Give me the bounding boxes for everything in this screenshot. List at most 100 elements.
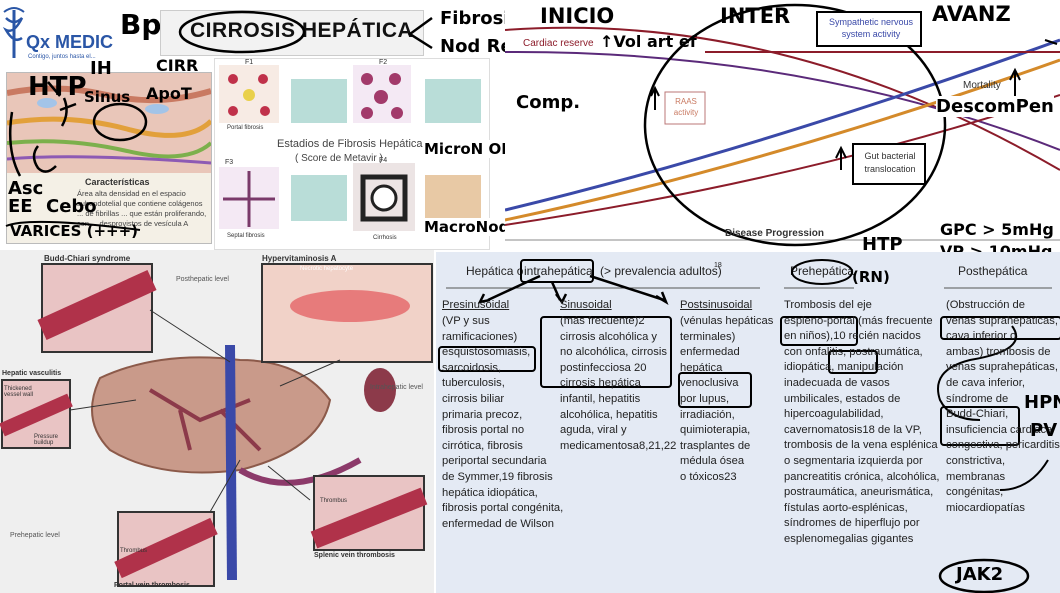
table-cell: en niños),10 recién nacidos: [784, 330, 921, 343]
metavir-stage-3: F3: [225, 159, 234, 166]
table-cell: miocardiopatías: [946, 501, 1025, 514]
graph-plot: [505, 0, 1060, 250]
note-gpc: GPC > 5mHg: [940, 220, 1054, 239]
table-header-posthep: Posthepática: [958, 264, 1028, 278]
table-cell: síndromes de hiperflujo por: [784, 517, 920, 530]
table-cell: o segmentaria izquierda por: [784, 454, 923, 467]
subheader-presinusoidal: Presinusoidal: [442, 299, 510, 311]
subheader-sinusoidal: Sinusoidal: [560, 299, 612, 311]
table-cell: terminales): [680, 330, 736, 343]
table-cell: insuficiencia cardiaca: [946, 423, 1053, 436]
table-cell: periportal secundaria: [442, 455, 547, 468]
table-cell: postraumática, aneurismática,: [784, 486, 934, 499]
box-esquisto: [438, 346, 536, 372]
label-necrotic: Necrotic hepatocyte: [300, 266, 354, 272]
metavir-title: Estadios de Fibrosis Hepática: [273, 137, 427, 151]
table-cell: venas suprahepáticas,: [946, 361, 1058, 374]
table-cell: con onfalitis, postraumática,: [784, 345, 923, 358]
label-post-level: Posthepatic level: [176, 276, 229, 283]
table-cell: infantil, hepatitis: [560, 392, 641, 405]
note-comp: Comp.: [516, 92, 581, 113]
metavir-caption-1: Portal fibrosis: [227, 125, 264, 131]
note-cebo: Cebo: [46, 196, 97, 217]
note-ee: EE: [8, 196, 33, 217]
table-cell: quimioterapia,: [680, 424, 751, 437]
anatomy-panel: Budd-Chiari syndrome Hypervitaminosis A …: [0, 250, 434, 593]
metavir-stage-4: F4: [379, 157, 388, 164]
table-cell: ramificaciones): [442, 330, 518, 343]
table-cell: medicamentosa8,21,22: [560, 439, 677, 452]
table-cell: pancreatitis crónica, alcohólica,: [784, 470, 940, 483]
table-cell: esplenomegalias gigantes: [784, 532, 914, 545]
note-nodreg: Nod Reg: [440, 36, 526, 57]
table-cell: constrictiva,: [946, 454, 1006, 467]
table-cell: (más frecuente)2: [560, 315, 645, 327]
table-cell: por lupus,: [680, 392, 730, 405]
note-hpn: HPN: [1024, 392, 1060, 413]
note-ih: IH: [90, 58, 112, 79]
caduceus-icon: [2, 7, 25, 58]
table-cell: trombosis de la vena esplénica: [784, 439, 938, 452]
table-cell: trasplantes de: [680, 439, 751, 452]
table-header-sup: 18: [714, 262, 722, 269]
column-postsinusoidal: (vénulas hepáticas terminales) enfermeda…: [680, 314, 773, 486]
note-apot: ApoT: [146, 84, 192, 103]
label-pre-level: Prehepatic level: [10, 532, 60, 539]
metavir-images: [219, 65, 481, 231]
table-header-intrahep: intrahepática: [524, 264, 593, 278]
histology-panel: Características Área alta densidad en el…: [6, 72, 212, 244]
note-micronod: MicroN OH: [424, 140, 514, 158]
table-cell: tuberculosis,: [442, 377, 505, 390]
note-sinus: Sinus: [84, 88, 131, 106]
graph-label-mortality: Mortality: [963, 80, 1001, 91]
table-cell: esquistosomiasis,: [442, 346, 531, 359]
note-cirr: CIRR: [156, 56, 199, 75]
graph-label-cardiac: Cardiac reserve: [523, 38, 594, 49]
note-avanz: AVANZ: [932, 2, 1011, 26]
table-cell: cirrótica, fibrosis: [442, 439, 523, 452]
table-cell: (vénulas hepáticas: [680, 315, 774, 327]
table-header-prehep: Prehepática: [790, 264, 855, 278]
column-sinusoidal: (más frecuente)2 cirrosis alcohólica y n…: [560, 314, 676, 454]
histology-title: Características: [85, 177, 150, 187]
label-hepatic-vasc: Hepatic vasculitis: [2, 370, 62, 377]
table-header-prevalencia: (> prevalencia adultos): [600, 264, 722, 278]
box-onfalitis: [828, 350, 878, 374]
table-cell: primaria precoz,: [442, 408, 523, 421]
graph-x-axis-label: Disease Progression: [725, 228, 824, 239]
metavir-stage-2: F2: [379, 59, 388, 66]
table-cell: fibrosis portal no: [442, 424, 525, 437]
label-thrombus-2: Thrombus: [120, 548, 148, 554]
box-intrahep: [520, 259, 594, 283]
note-inter: INTER: [720, 4, 791, 28]
table-cell: alcohólica, hepatitis: [560, 408, 658, 421]
note-pv: PV: [1030, 420, 1058, 441]
label-budd-chiari: Budd-Chiari syndrome: [44, 254, 131, 263]
disease-progression-graph: Cardiac reserve Sympathetic nervous syst…: [505, 0, 1060, 250]
graph-label-raas: RAAS activity: [673, 97, 699, 117]
metavir-subtitle: ( Score de Metavir ): [295, 153, 383, 164]
table-cell: venoclusiva: [680, 377, 739, 390]
table-cell: umbilicales, estados de: [784, 392, 901, 405]
label-portal-thr: Portal vein thrombosis: [114, 582, 190, 589]
table-cell: no alcohólica, cirrosis: [560, 346, 667, 359]
table-cell: postinfecciosa 20: [560, 361, 647, 374]
table-cell: de Symmer,19 fibrosis: [442, 470, 553, 483]
graph-label-gut: Gut bacterial translocation: [864, 151, 916, 174]
table-cell: hepática: [680, 361, 723, 374]
table-cell: enfermedad de Wilson: [442, 517, 554, 530]
table-cell: Budd-Chiari,: [946, 408, 1009, 421]
table-cell: cirrosis biliar: [442, 392, 505, 405]
table-cell: irradiación,: [680, 408, 735, 421]
note-rn: (RN): [852, 268, 890, 286]
table-cell: síndrome de: [946, 392, 1009, 405]
table-cell: cirrosis hepática: [560, 377, 641, 390]
note-asc: Asc: [8, 178, 44, 199]
table-cell: o tóxicos23: [680, 470, 737, 483]
table-cell: membranas: [946, 470, 1006, 483]
table-cell: inadecuada de vasos: [784, 376, 890, 389]
table-cell: (Obstrucción de: [946, 299, 1025, 311]
box-venas-supra: [940, 316, 1060, 340]
table-cell: (VP y sus: [442, 315, 490, 327]
box-venoclusiva: [678, 372, 752, 408]
